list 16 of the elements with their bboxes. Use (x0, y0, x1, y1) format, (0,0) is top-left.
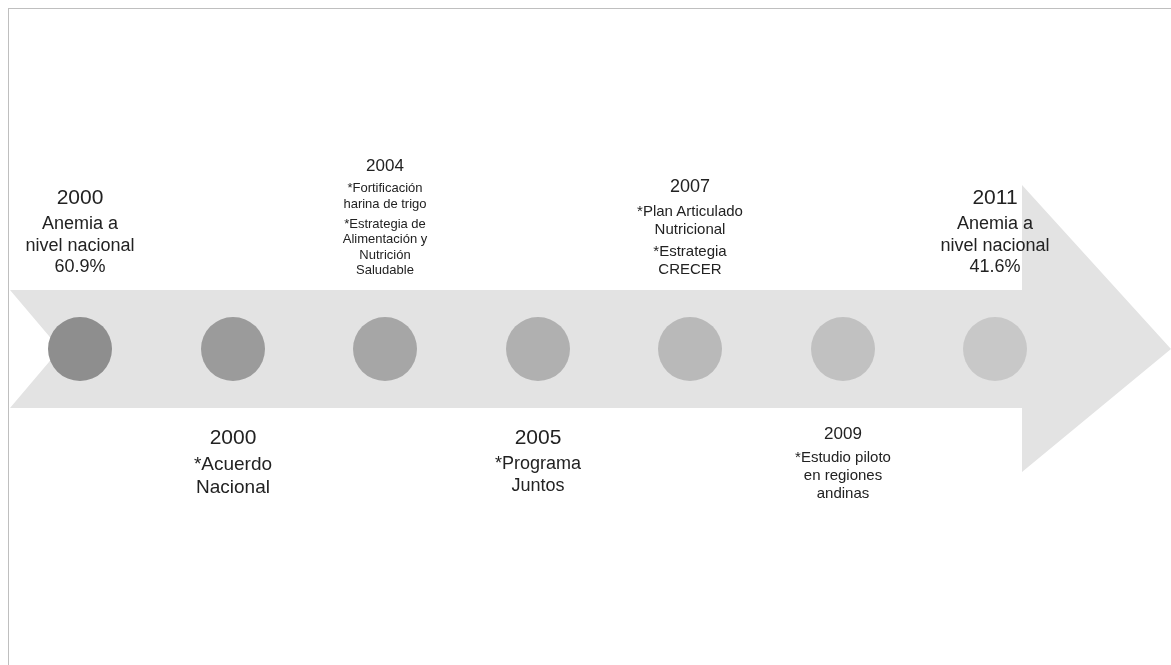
year-label: 2011 (971, 184, 1019, 210)
event-text: *Acuerdo Nacional (192, 453, 274, 499)
year-label: 2005 (513, 424, 563, 450)
year-label: 2000 (208, 424, 258, 450)
year-label: 2004 (365, 156, 405, 177)
event-text: *Estrategia CRECER (652, 242, 728, 278)
year-label: 2000 (55, 184, 105, 210)
event-text: Anemia a nivel nacional 41.6% (939, 213, 1051, 278)
event-text: Anemia a nivel nacional 60.9% (24, 213, 136, 278)
year-label: 2009 (823, 424, 863, 445)
event-text: *Fortificación harina de trigo (342, 180, 428, 212)
event-text: *Estrategia de Alimentación y Nutrición Saludable (341, 215, 429, 278)
event-text: *Plan Articulado Nutricional (636, 202, 744, 238)
event-text: *Estudio piloto en regiones andinas (794, 448, 892, 503)
event-text: *Programa Juntos (493, 453, 582, 497)
year-label: 2007 (668, 176, 711, 198)
